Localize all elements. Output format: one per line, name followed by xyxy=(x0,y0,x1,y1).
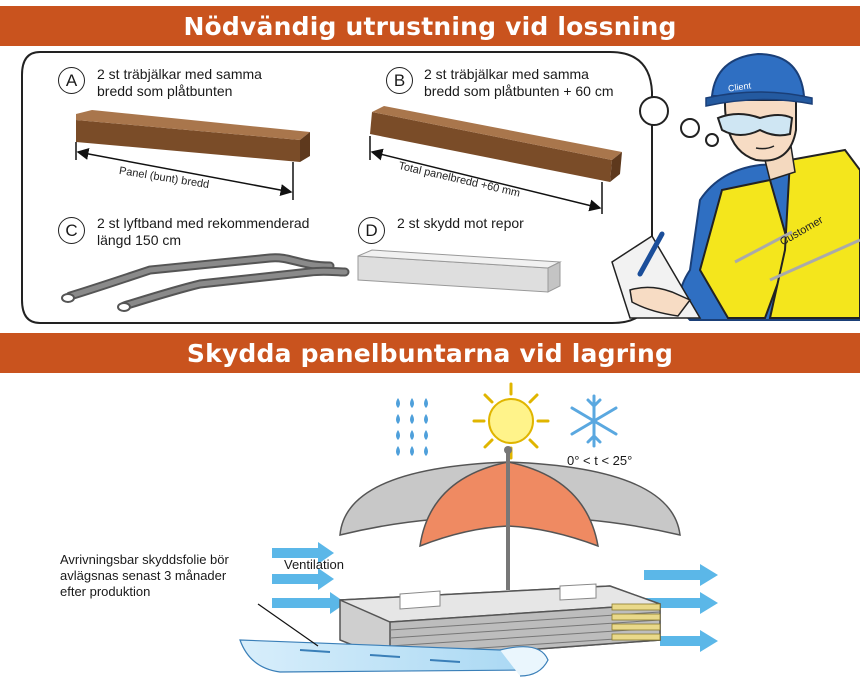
foil-note: Avrivningsbar skyddsfolie bör avlägsnas … xyxy=(60,552,229,600)
panel-stack xyxy=(339,583,661,661)
item-b-text-line2: bredd som plåtbunten + 60 cm xyxy=(424,83,614,99)
thought-bubble-small xyxy=(705,133,719,147)
item-d-description: 2 st skydd mot repor xyxy=(397,215,524,232)
thought-bubble-medium xyxy=(680,118,700,138)
ventilation-label: Ventilation xyxy=(284,557,344,572)
item-a-description: 2 st träbjälkar med samma bredd som plåt… xyxy=(97,66,262,100)
scratch-protector xyxy=(357,249,562,293)
snowflake-icon xyxy=(570,394,618,448)
protective-foil xyxy=(239,603,549,677)
foil-note-line1: Avrivningsbar skyddsfolie bör xyxy=(60,552,229,567)
item-c-description: 2 st lyftband med rekommenderad längd 15… xyxy=(97,215,309,249)
item-c-letter: C xyxy=(58,217,85,244)
foil-note-line2: avlägsnas senast 3 månader xyxy=(60,568,227,583)
section-title-storage: Skydda panelbuntarna vid lagring xyxy=(0,333,860,373)
rain-icon xyxy=(396,398,428,456)
item-c-text-line2: längd 150 cm xyxy=(97,232,182,248)
item-b-description: 2 st träbjälkar med samma bredd som plåt… xyxy=(424,66,614,100)
umbrella xyxy=(339,446,681,590)
item-d-text-line1: 2 st skydd mot repor xyxy=(397,215,524,231)
wood-beam-a xyxy=(75,110,310,200)
sun-icon xyxy=(472,382,550,460)
foil-note-line3: efter produktion xyxy=(60,584,151,599)
item-a-text-line2: bredd som plåtbunten xyxy=(97,83,233,99)
item-b-text-line1: 2 st träbjälkar med samma xyxy=(424,66,589,82)
lifting-straps xyxy=(61,253,350,312)
thought-bubble-large xyxy=(639,96,669,126)
temperature-range: 0° < t < 25° xyxy=(567,453,633,468)
item-d-letter: D xyxy=(358,217,385,244)
ventilation-arrows xyxy=(272,542,718,652)
item-c-text-line1: 2 st lyftband med rekommenderad xyxy=(97,215,310,231)
item-a-letter: A xyxy=(58,67,85,94)
section-title-equipment: Nödvändig utrustning vid lossning xyxy=(0,6,860,46)
worker-illustration xyxy=(611,52,860,321)
item-a-text-line1: 2 st träbjälkar med samma xyxy=(97,66,262,82)
wood-beam-b xyxy=(369,106,622,214)
item-b-letter: B xyxy=(386,67,413,94)
thought-frame xyxy=(21,51,653,324)
